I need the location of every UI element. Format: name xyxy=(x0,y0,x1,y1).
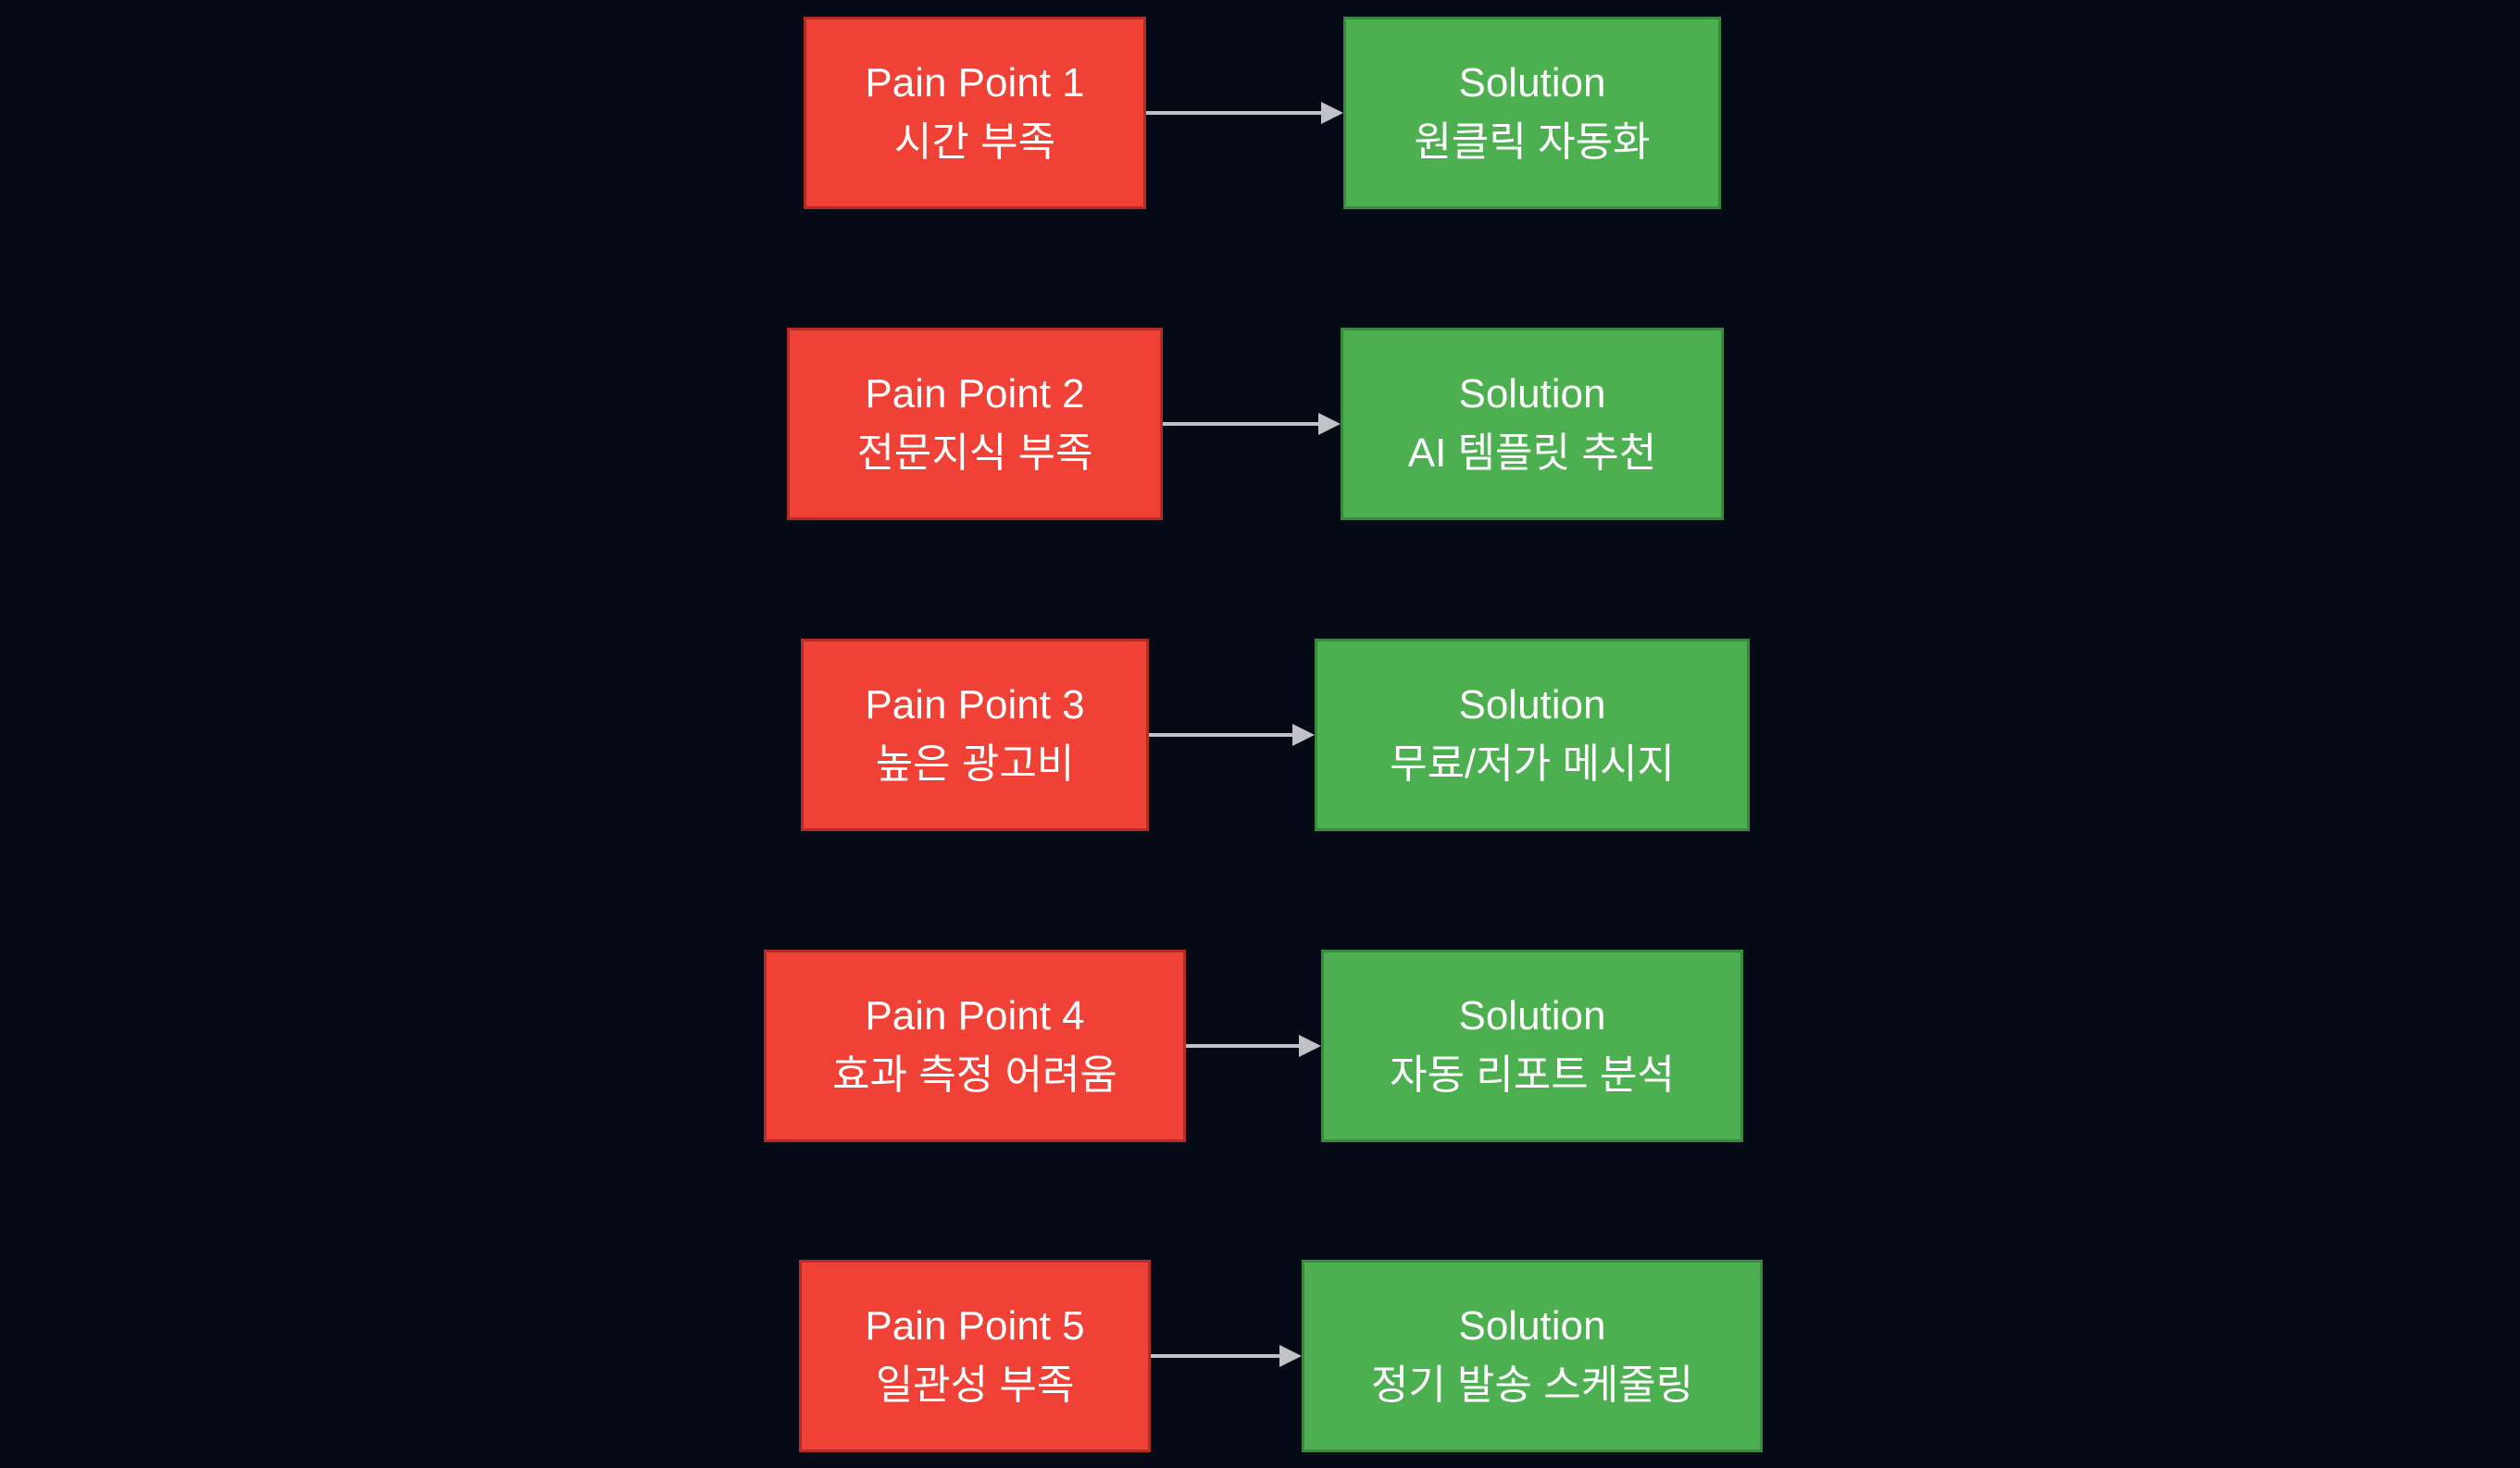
arrow-line xyxy=(1186,1044,1304,1048)
pain-point-4-box: Pain Point 4 효과 측정 어려움 xyxy=(764,950,1186,1142)
pain-point-3-box: Pain Point 3 높은 광고비 xyxy=(801,639,1149,831)
arrow-row-3 xyxy=(1149,724,1315,746)
arrow-right-icon xyxy=(1321,102,1343,124)
solution-subtitle: 정기 발송 스케줄링 xyxy=(1370,1362,1694,1408)
solution-title: Solution xyxy=(1458,682,1606,728)
arrow-line xyxy=(1149,733,1298,737)
pain-point-title: Pain Point 3 xyxy=(865,682,1085,728)
pain-point-title: Pain Point 5 xyxy=(865,1303,1085,1349)
solution-subtitle: AI 템플릿 추천 xyxy=(1407,430,1657,476)
arrow-right-icon xyxy=(1299,1035,1321,1057)
pain-point-title: Pain Point 1 xyxy=(865,60,1085,106)
arrow-row-1 xyxy=(1146,102,1343,124)
arrow-right-icon xyxy=(1318,413,1341,435)
arrow-row-4 xyxy=(1186,1035,1321,1057)
solution-title: Solution xyxy=(1458,60,1606,106)
pain-point-5-box: Pain Point 5 일관성 부족 xyxy=(799,1260,1151,1452)
solution-subtitle: 원클릭 자동화 xyxy=(1414,119,1651,165)
pain-point-subtitle: 효과 측정 어려움 xyxy=(832,1052,1117,1098)
solution-title: Solution xyxy=(1458,1303,1606,1349)
solution-subtitle: 무료/저가 메시지 xyxy=(1390,741,1675,787)
solution-2-box: Solution AI 템플릿 추천 xyxy=(1341,328,1724,520)
pain-point-subtitle: 시간 부족 xyxy=(893,119,1056,165)
arrow-line xyxy=(1151,1354,1285,1358)
solution-title: Solution xyxy=(1458,371,1606,417)
arrow-line xyxy=(1146,111,1327,115)
pain-point-subtitle: 전문지식 부족 xyxy=(856,430,1093,476)
pain-point-1-box: Pain Point 1 시간 부족 xyxy=(804,17,1146,209)
arrow-row-2 xyxy=(1163,413,1341,435)
pain-point-2-box: Pain Point 2 전문지식 부족 xyxy=(787,328,1163,520)
solution-subtitle: 자동 리포트 분석 xyxy=(1390,1052,1675,1098)
solution-title: Solution xyxy=(1458,993,1606,1039)
pain-point-title: Pain Point 4 xyxy=(865,993,1085,1039)
arrow-right-icon xyxy=(1292,724,1315,746)
pain-point-title: Pain Point 2 xyxy=(865,371,1085,417)
solution-4-box: Solution 자동 리포트 분석 xyxy=(1321,950,1743,1142)
pain-point-subtitle: 일관성 부족 xyxy=(875,1362,1075,1408)
solution-1-box: Solution 원클릭 자동화 xyxy=(1343,17,1721,209)
pain-point-subtitle: 높은 광고비 xyxy=(875,741,1075,787)
solution-5-box: Solution 정기 발송 스케줄링 xyxy=(1302,1260,1763,1452)
solution-3-box: Solution 무료/저가 메시지 xyxy=(1315,639,1750,831)
arrow-row-5 xyxy=(1151,1345,1302,1367)
arrow-line xyxy=(1163,422,1324,426)
arrow-right-icon xyxy=(1279,1345,1302,1367)
